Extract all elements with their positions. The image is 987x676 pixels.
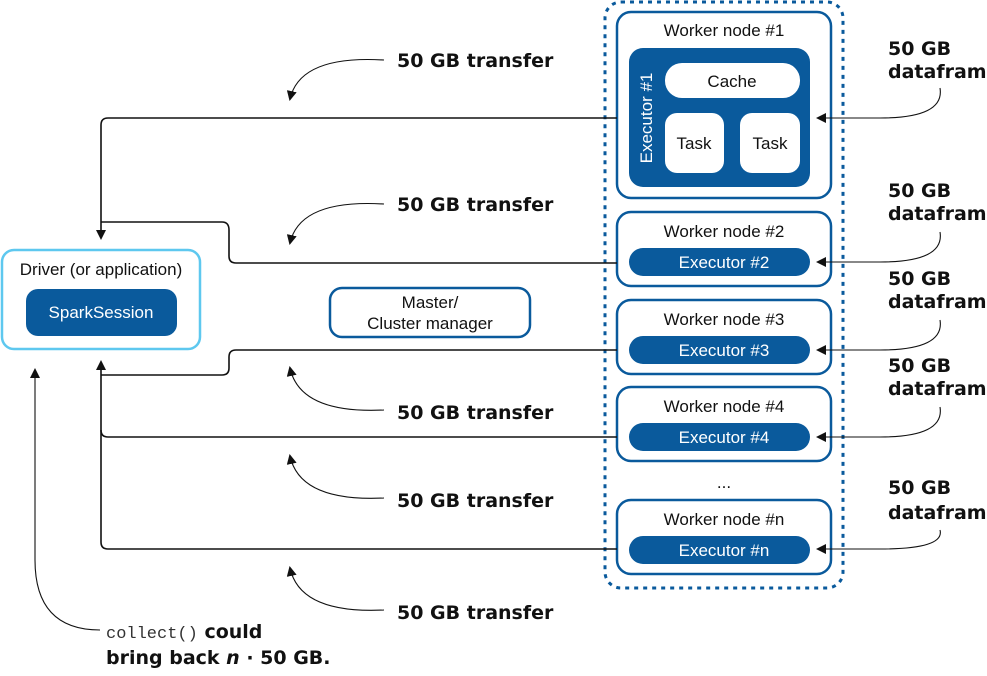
worker-title: Worker node #n	[664, 510, 785, 529]
worker-title: Worker node #3	[664, 310, 785, 329]
collect-text-2: bring back n · 50 GB.	[106, 647, 331, 669]
driver-box: Driver (or application) SparkSession	[0, 248, 202, 351]
master-label-1: Master/	[402, 293, 459, 312]
dataframe-label: 50 GB	[888, 355, 951, 377]
worker-node-1: Worker node #1 Executor #1 Cache Task Ta…	[615, 10, 833, 200]
master-label-2: Cluster manager	[367, 314, 493, 333]
dataframe-label: dataframe	[888, 378, 987, 400]
cluster-boundary	[603, 0, 845, 590]
transfer-line-3	[101, 349, 617, 376]
worker-title: Worker node #4	[664, 397, 785, 416]
transfer-label: 50 GB transfer	[397, 50, 554, 72]
dataframe-label: 50 GB	[888, 268, 951, 290]
transfer-lines	[96, 117, 617, 550]
cache-box	[665, 63, 800, 98]
transfer-label: 50 GB transfer	[397, 194, 554, 216]
executor-label: Executor #3	[679, 341, 770, 360]
transfer-label: 50 GB transfer	[397, 490, 554, 512]
spark-session-box	[26, 289, 177, 336]
dataframe-label: 50 GB	[888, 38, 951, 60]
transfer-label: 50 GB transfer	[397, 602, 554, 624]
worker-node-n: Worker node #n Executor #n	[615, 498, 833, 576]
worker-node-2: Worker node #2 Executor #2	[615, 210, 833, 288]
dataframe-label: 50 GB	[888, 180, 951, 202]
worker-node-3: Worker node #3 Executor #3	[615, 298, 833, 376]
executor-n	[629, 536, 810, 564]
dataframe-label: dataframe	[888, 203, 987, 225]
spark-session-label: SparkSession	[49, 303, 154, 322]
executor-2	[629, 248, 810, 276]
task-box	[740, 113, 800, 173]
dataframe-label: dataframe	[888, 502, 987, 524]
transfer-annotations: 50 GB transfer 50 GB transfer 50 GB tran…	[286, 50, 554, 624]
transfer-label: 50 GB transfer	[397, 402, 554, 424]
transfer-line-n	[96, 360, 617, 550]
dataframe-label: 50 GB	[888, 477, 951, 499]
worker-title: Worker node #1	[664, 21, 785, 40]
ellipsis: ...	[717, 473, 731, 492]
executor-label: Executor #n	[679, 541, 770, 560]
driver-title: Driver (or application)	[20, 260, 183, 279]
executor-label: Executor #2	[679, 253, 770, 272]
dataframe-label: dataframe	[888, 291, 987, 313]
executor-label: Executor #1	[637, 73, 656, 164]
transfer-line-2	[101, 221, 617, 264]
transfer-line-1	[96, 117, 617, 240]
executor-4	[629, 423, 810, 451]
executor-label: Executor #4	[679, 428, 770, 447]
executor-3	[629, 336, 810, 364]
task-label: Task	[677, 134, 712, 153]
task-label: Task	[753, 134, 788, 153]
dataframe-annotations: 50 GB dataframe 50 GB dataframe 50 GB da…	[816, 38, 987, 554]
collect-annotation: collect() could bring back n · 50 GB.	[30, 368, 331, 669]
task-box	[665, 113, 724, 173]
dataframe-label: dataframe	[888, 61, 987, 83]
collect-text-1: collect() could	[106, 621, 262, 644]
transfer-line-4	[100, 429, 617, 438]
worker-node-4: Worker node #4 Executor #4	[615, 385, 833, 463]
master-box: Master/ Cluster manager	[328, 286, 532, 339]
cache-label: Cache	[707, 72, 756, 91]
worker-title: Worker node #2	[664, 222, 785, 241]
